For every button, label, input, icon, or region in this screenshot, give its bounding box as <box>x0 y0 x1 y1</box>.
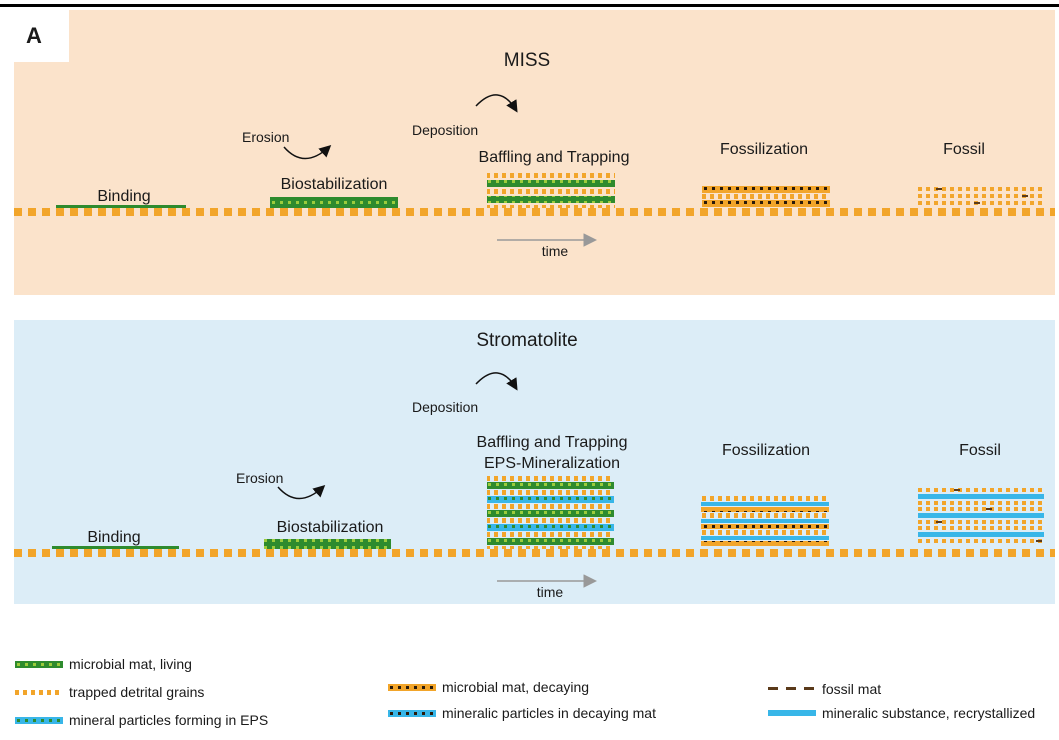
mat-living-swatch <box>15 660 63 668</box>
legend-label: mineralic substance, recrystallized <box>822 705 1036 721</box>
recrystallized-swatch <box>768 710 816 716</box>
legend-label: mineral particles forming in EPS <box>69 712 269 728</box>
legend-item: mineralic substance, recrystallized <box>768 705 1035 721</box>
erosion-arrow <box>277 484 326 500</box>
deposition-arrow <box>475 94 518 113</box>
legend-item: fossil mat <box>768 681 881 697</box>
sediment-surface <box>14 549 1055 557</box>
eps-swatch <box>15 716 63 724</box>
stage-fossil: Fossil <box>959 442 1001 459</box>
binding-mat <box>56 205 186 208</box>
stromatolite-panel: Stromatolite Binding Erosion Biostabiliz… <box>14 320 1055 604</box>
stage-baffling: Baffling and Trapping <box>476 434 628 451</box>
stage-erosion: Erosion <box>236 470 284 486</box>
legend-item: trapped detrital grains <box>15 684 204 700</box>
legend-label: mineralic particles in decaying mat <box>442 705 656 721</box>
mat-decaying-swatch <box>388 683 436 691</box>
legend-label: microbial mat, living <box>69 656 192 672</box>
stromatolite-title: Stromatolite <box>476 330 578 351</box>
stage-deposition: Deposition <box>412 122 479 138</box>
stage-fossilization: Fossilization <box>719 141 809 158</box>
erosion-arrow <box>283 144 332 160</box>
stage-erosion: Erosion <box>242 129 290 145</box>
fossilization-stack <box>701 496 829 546</box>
stage-biostabilization: Biostabilization <box>280 176 388 193</box>
stage-fossilization: Fossilization <box>721 442 811 459</box>
decaying-mineral-swatch <box>388 709 436 717</box>
deposition-arrow <box>475 372 518 391</box>
miss-panel: A MISS Binding Erosion Biostabilization … <box>14 10 1055 295</box>
fossil-stack <box>918 488 1044 543</box>
grains-swatch <box>15 689 63 695</box>
stage-biostabilization: Biostabilization <box>276 519 384 536</box>
miss-diagram <box>14 94 1055 247</box>
biostabilization-mat <box>270 197 398 208</box>
legend-item: microbial mat, living <box>15 656 192 672</box>
miss-title: MISS <box>503 50 551 71</box>
stage-baffling: Baffling and Trapping <box>478 149 630 166</box>
fossil-mat-swatch <box>768 687 814 690</box>
biostabilization-mat <box>264 539 391 549</box>
stage-eps: EPS-Mineralization <box>483 455 621 472</box>
baffling-stack <box>487 173 615 208</box>
fossilization-stack <box>702 186 830 207</box>
baffling-eps-stack <box>487 476 614 549</box>
stage-deposition: Deposition <box>412 399 479 415</box>
sediment-surface <box>14 208 1055 216</box>
stage-binding: Binding <box>97 188 151 205</box>
time-label: time <box>541 243 569 259</box>
legend-item: microbial mat, decaying <box>388 679 589 695</box>
legend-label: trapped detrital grains <box>69 684 205 700</box>
legend-label: fossil mat <box>822 681 882 697</box>
time-label: time <box>536 584 564 600</box>
legend-label: microbial mat, decaying <box>442 679 590 695</box>
legend-item: mineralic particles in decaying mat <box>388 705 656 721</box>
stromatolite-diagram <box>14 372 1055 588</box>
fossil-stack <box>917 187 1045 205</box>
panel-letter: A <box>14 10 69 62</box>
legend-item: mineral particles forming in EPS <box>15 712 268 728</box>
top-rule <box>0 4 1059 7</box>
binding-mat <box>52 546 179 549</box>
stage-binding: Binding <box>87 529 141 546</box>
stage-fossil: Fossil <box>943 141 985 158</box>
